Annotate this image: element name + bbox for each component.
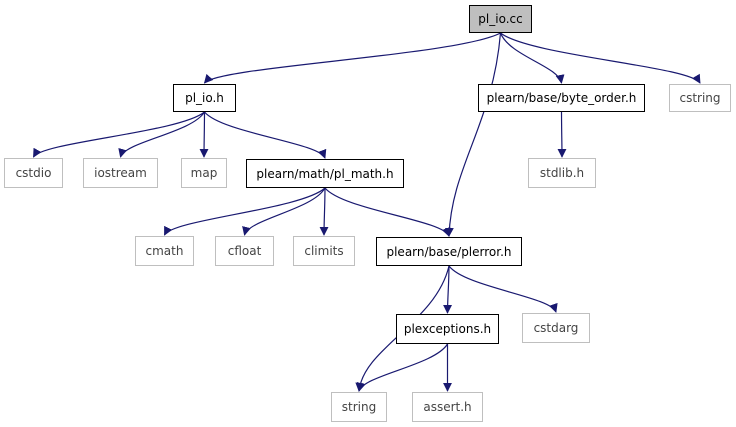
edge-byte_order_h-to-stdlib_h [557, 111, 567, 158]
node-cfloat: cfloat [215, 236, 274, 266]
edge-pl_io_h-to-pl_math_h [204, 111, 327, 159]
edge-pl_io_h-to-iostream [118, 111, 206, 158]
node-map: map [181, 158, 227, 188]
edge-pl_math_h-to-climits [319, 187, 329, 236]
node-string: string [331, 392, 387, 422]
edge-pl_io_h-to-map [199, 111, 209, 158]
node-cmath: cmath [135, 236, 194, 266]
edge-plerror_h-to-plexceptions_h [443, 265, 453, 314]
node-cstring: cstring [669, 84, 731, 112]
edge-pl_io_cc-to-plerror_h [444, 32, 502, 237]
edge-plerror_h-to-cstdarg [448, 265, 558, 313]
node-byte-order-h[interactable]: plearn/base/byte_order.h [478, 84, 645, 112]
edge-pl_io_h-to-cstdio [32, 111, 205, 158]
edge-pl_io_cc-to-pl_io_h [203, 32, 501, 84]
node-climits: climits [293, 236, 355, 266]
node-plexceptions-h[interactable]: plexceptions.h [396, 314, 499, 344]
node-cstdio: cstdio [4, 158, 63, 188]
edge-pl_math_h-to-plerror_h [324, 187, 451, 237]
node-cstdarg: cstdarg [522, 313, 590, 343]
node-plerror-h[interactable]: plearn/base/plerror.h [376, 237, 522, 266]
edge-pl_math_h-to-cfloat [242, 187, 326, 236]
edge-plexceptions_h-to-string [356, 343, 449, 392]
node-iostream: iostream [83, 158, 158, 188]
node-pl-math-h[interactable]: plearn/math/pl_math.h [246, 159, 404, 188]
node-pl-io-cc: pl_io.cc [469, 5, 532, 33]
edge-pl_io_cc-to-cstring [500, 32, 701, 84]
node-pl-io-h[interactable]: pl_io.h [173, 84, 236, 112]
edge-pl_io_cc-to-byte_order_h [499, 32, 565, 84]
node-stdlib-h: stdlib.h [528, 158, 596, 188]
edge-pl_math_h-to-cmath [163, 187, 326, 236]
node-assert-h: assert.h [412, 392, 483, 422]
